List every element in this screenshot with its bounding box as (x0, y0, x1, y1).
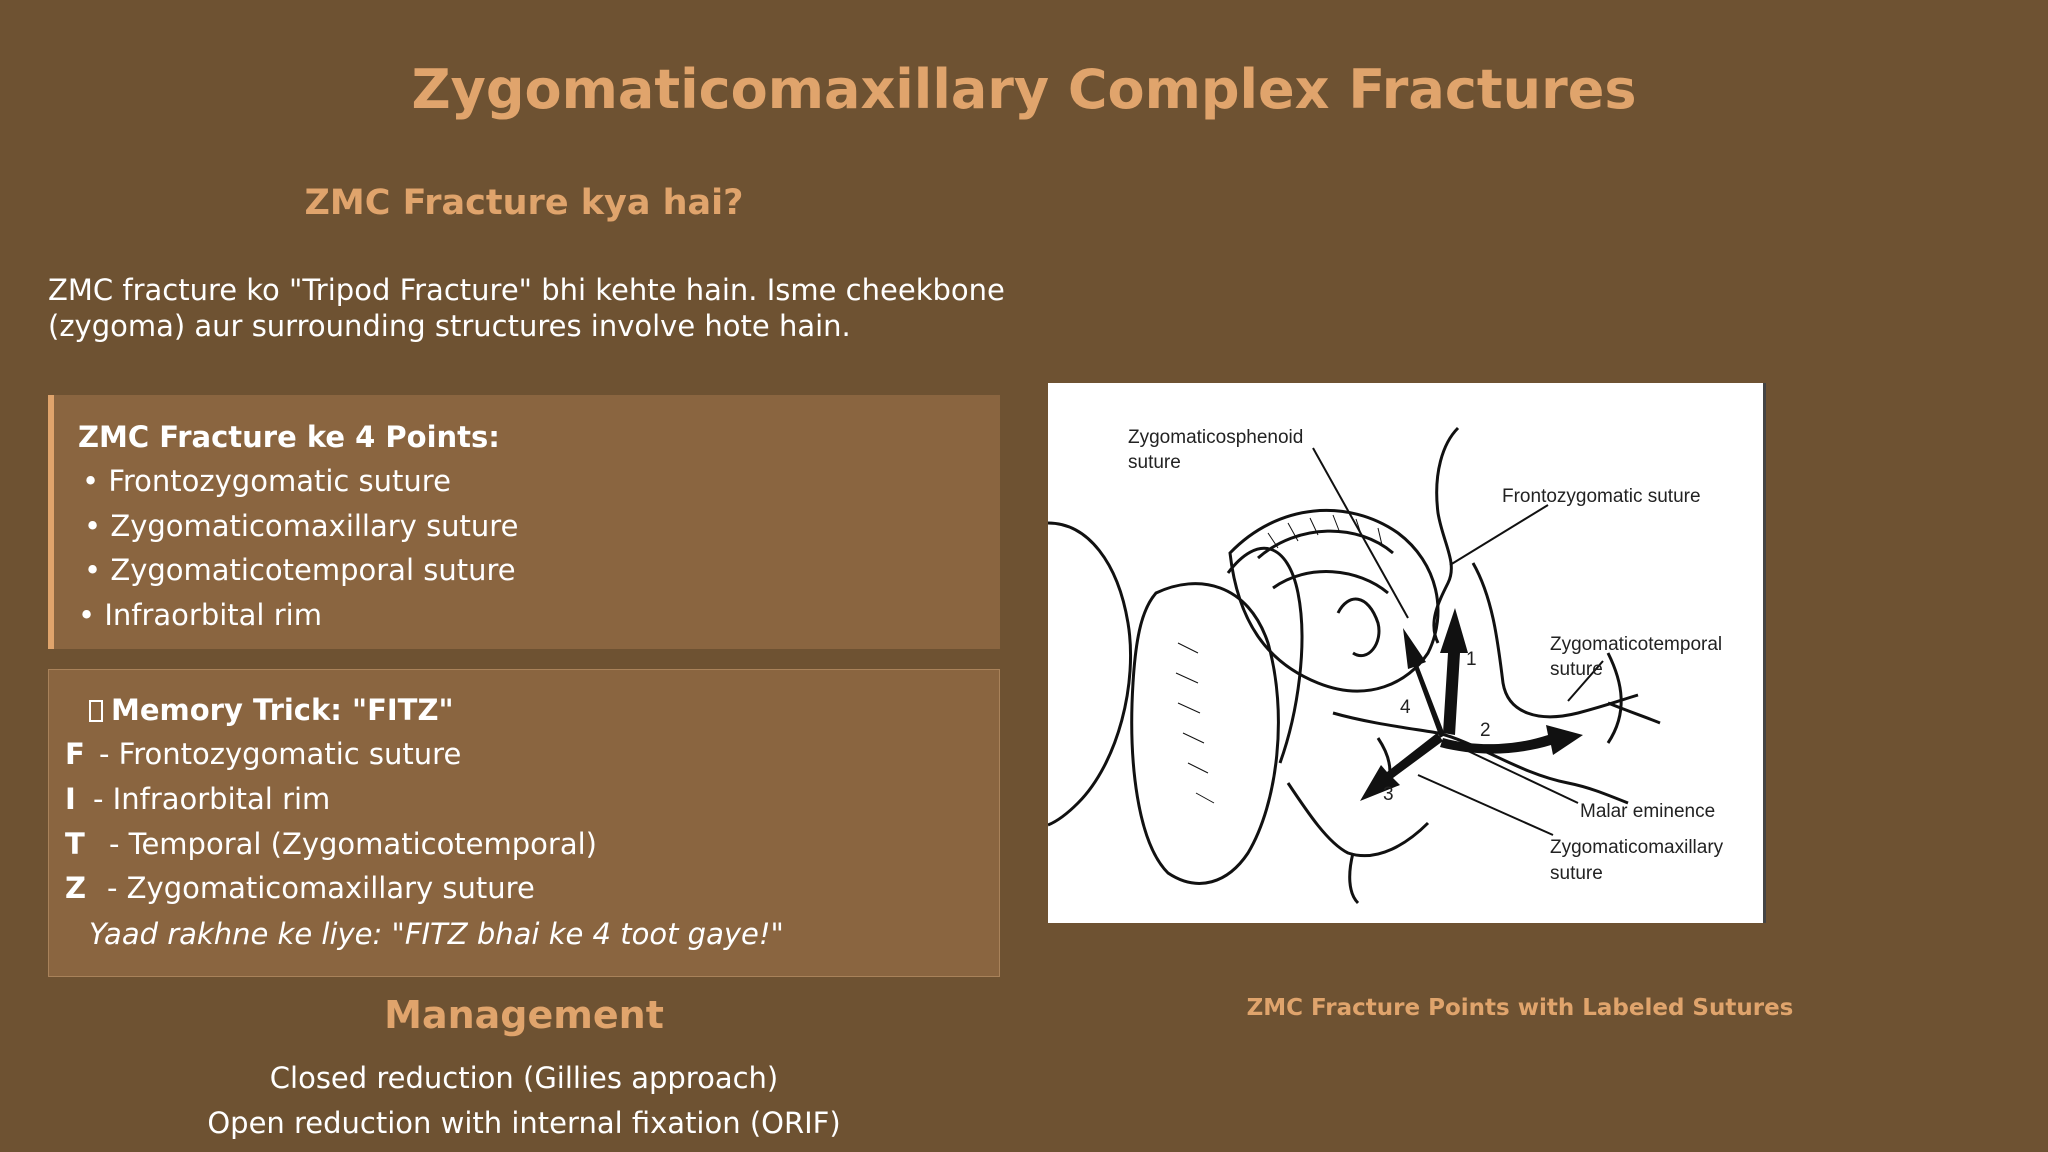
memory-row-i: I - Infraorbital rim (65, 777, 999, 822)
label-leader-lines (1312, 447, 1604, 836)
zmc-anatomy-figure: 1 2 3 4 Zygomaticosphenoid suture Fronto… (1048, 383, 1766, 923)
memory-text: - Temporal (Zygomaticotemporal) (109, 826, 597, 861)
point-item-infraorbital: • Infraorbital rim (78, 597, 322, 632)
fracture-arrows (1360, 608, 1583, 801)
management-item-orif: Open reduction with internal fixation (O… (207, 1106, 841, 1140)
figure-caption: ZMC Fracture Points with Labeled Sutures (1246, 995, 1794, 1021)
memory-trick-box: Memory Trick: "FITZ" F - Frontozygomatic … (48, 669, 1000, 977)
arrow-1-icon (1440, 608, 1468, 735)
management-heading: Management (384, 993, 664, 1037)
fracture-number-3: 3 (1383, 784, 1394, 805)
fracture-number-2: 2 (1480, 720, 1491, 741)
label-zygomaticosphenoid-suture: suture (1128, 452, 1181, 473)
intro-text: ZMC fracture ko "Tripod Fracture" bhi ke… (48, 272, 1008, 344)
intro-heading: ZMC Fracture kya hai? (304, 183, 744, 223)
points-title: ZMC Fracture ke 4 Points: (78, 420, 500, 454)
fracture-number-1: 1 (1466, 649, 1477, 670)
management-item-closed-reduction: Closed reduction (Gillies approach) (269, 1061, 779, 1095)
memory-letter: T (65, 826, 85, 861)
memory-letter: F (65, 737, 85, 771)
slide-title: Zygomaticomaxillary Complex Fractures (411, 58, 1637, 121)
fracture-points-box: ZMC Fracture ke 4 Points: • Frontozygoma… (48, 395, 1000, 649)
memory-row-t: T - Temporal (Zygomaticotemporal) (65, 822, 999, 867)
label-zygomaticomaxillary-suture: suture (1550, 863, 1603, 884)
intro-line-2: (zygoma) aur surrounding structures invo… (48, 309, 851, 343)
memory-text: - Frontozygomatic suture (99, 737, 462, 771)
memory-text: - Infraorbital rim (93, 781, 331, 816)
memory-letter: I (65, 781, 76, 816)
memory-trick-title: Memory Trick: "FITZ" (65, 688, 999, 732)
memory-row-z: Z - Zygomaticomaxillary suture (65, 866, 999, 911)
arrow-2-icon (1440, 725, 1583, 755)
arrow-3-icon (1360, 733, 1443, 801)
memory-row-f: F - Frontozygomatic suture (65, 732, 999, 777)
lightbulb-icon (89, 700, 103, 722)
label-zygomaticomaxillary: Zygomaticomaxillary (1550, 837, 1724, 858)
arrow-4-icon (1403, 628, 1445, 738)
intro-line-1: ZMC fracture ko "Tripod Fracture" bhi ke… (48, 273, 1005, 307)
memory-letter: Z (65, 871, 87, 906)
memory-note: Yaad rakhne ke liye: "FITZ bhai ke 4 too… (89, 917, 784, 952)
label-zygomaticosphenoid: Zygomaticosphenoid (1128, 427, 1303, 448)
label-frontozygomatic: Frontozygomatic suture (1502, 486, 1701, 507)
label-zygomaticotemporal: Zygomaticotemporal (1550, 634, 1722, 655)
memory-text: - Zygomaticomaxillary suture (107, 871, 535, 906)
point-item-zygomaticotemporal: • Zygomaticotemporal suture (84, 553, 516, 587)
label-malar-eminence: Malar eminence (1580, 801, 1715, 822)
point-item-zygomaticomaxillary: • Zygomaticomaxillary suture (84, 508, 519, 543)
label-zygomaticotemporal-suture: suture (1550, 659, 1603, 680)
zmc-anatomy-illustration: 1 2 3 4 Zygomaticosphenoid suture Fronto… (1048, 426, 1724, 905)
fracture-number-4: 4 (1400, 697, 1411, 718)
hatching-detail (1175, 514, 1383, 804)
point-item-frontozygomatic: • Frontozygomatic suture (82, 464, 451, 498)
